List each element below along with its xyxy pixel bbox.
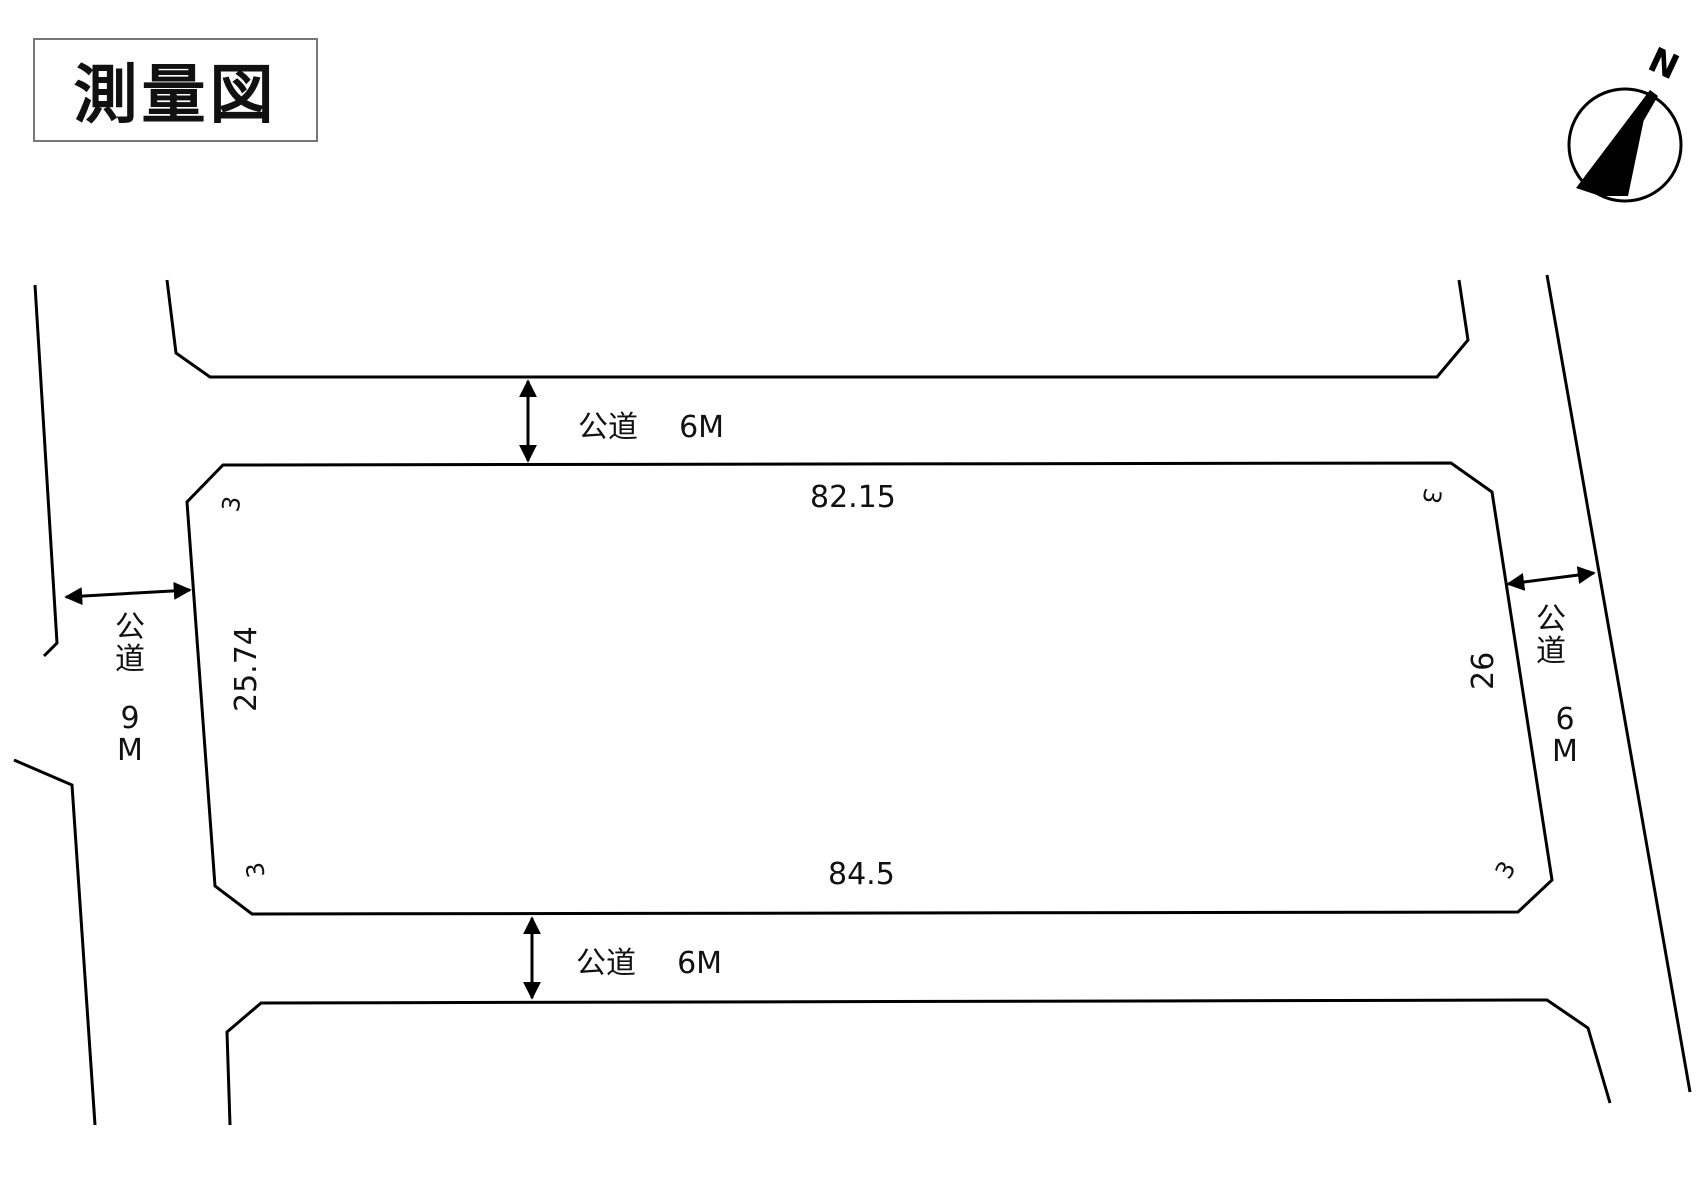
- west-road-edge-lower: [13, 758, 97, 1126]
- east-road-far-edge: [1545, 274, 1692, 1093]
- title-box: 測量図: [33, 38, 318, 142]
- north-road-label: 公道 6M: [578, 402, 724, 446]
- page-title: 測量図: [73, 59, 278, 133]
- north-arrow-icon: [1567, 87, 1683, 203]
- east-road-width-label: 6 M: [1545, 704, 1585, 767]
- west-road-width-arrow: [64, 581, 192, 606]
- west-road-edge-upper: [33, 284, 59, 658]
- west-road-width-char-1: 9: [120, 701, 140, 736]
- west-road-label: 公 道 9 M: [110, 612, 150, 766]
- east-road-width-char-1: 6: [1555, 702, 1575, 737]
- west-road-width-char-2: M: [117, 732, 143, 768]
- lot-left-dimension: 25.74: [229, 626, 264, 712]
- east-road-width-arrow: [1506, 566, 1596, 591]
- north-road-width: 6M: [679, 410, 725, 445]
- west-road-char-1: 公: [115, 610, 145, 645]
- east-road-label: 公 道: [1531, 604, 1571, 667]
- lot-right-dimension: 26: [1466, 651, 1501, 690]
- north-label: N: [1642, 40, 1685, 88]
- west-road-char-2: 道: [115, 641, 145, 677]
- lot-bottom-dimension: 84.5: [828, 857, 895, 892]
- lot-top-dimension: 82.15: [810, 480, 896, 515]
- east-road-width-char-2: M: [1552, 733, 1578, 769]
- north-road-name: 公道: [578, 410, 638, 445]
- east-road-char-2: 道: [1536, 633, 1566, 669]
- south-road-width: 6M: [677, 946, 723, 981]
- south-road-label: 公道 6M: [576, 938, 722, 982]
- east-road-char-1: 公: [1536, 602, 1566, 637]
- lot-boundary: [185, 461, 1554, 916]
- south-road-far-edge: [225, 998, 1612, 1126]
- south-road-name: 公道: [576, 946, 636, 981]
- north-road-far-edge: [165, 279, 1470, 379]
